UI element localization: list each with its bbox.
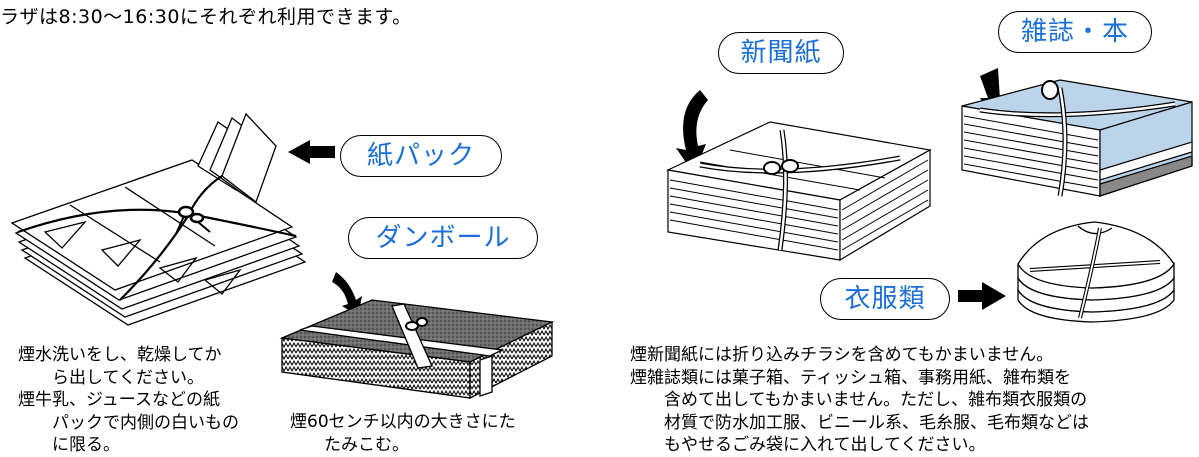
newspaper-bundle-illustration: [666, 121, 932, 262]
label-magazines: 雑誌・本: [998, 11, 1152, 53]
arrow-curved-down-icon: [676, 90, 708, 174]
note-line: に限る。: [52, 435, 120, 455]
note-line: パックで内側の白いもの: [52, 412, 239, 433]
note-line: 煙新聞紙には折り込みチラシを含めてもかまいません。: [630, 345, 1054, 365]
note-line: 煙雑誌類には菓子箱、ティッシュ箱、事務用紙、雑布類を: [630, 367, 1071, 388]
note-line: もやせるごみ袋に入れて出してください。: [664, 435, 986, 455]
cardboard-bundle-illustration: [279, 299, 555, 400]
label-newspaper: 新聞紙: [718, 32, 844, 74]
note-line: ら出してください。: [52, 367, 204, 388]
note-line: 煙牛乳、ジュースなどの紙: [18, 390, 220, 410]
note-line: 煙水洗いをし、乾燥してか: [18, 345, 222, 365]
note-line: たみこむ。: [324, 434, 409, 455]
header-text: ラザは8:30～16:30にそれぞれ利用できます。: [0, 6, 412, 28]
note-newspaper-magazines: 煙新聞紙には折り込みチラシを含めてもかまいません。 煙雑誌類には菓子箱、ティッシ…: [630, 344, 1089, 457]
label-paper-pack: 紙パック: [340, 135, 502, 177]
clothing-bundle-illustration: [1017, 221, 1175, 323]
magazine-bundle-illustration: [961, 79, 1193, 197]
note-line: 含めて出してもかまいません。ただし、雑布類衣服類の: [664, 390, 1088, 410]
label-cardboard: ダンボール: [348, 217, 538, 259]
paper-pack-bundle-illustration: [10, 112, 307, 326]
note-line: 材質で防水加工服、ビニール系、毛糸服、毛布類などは: [664, 412, 1089, 433]
note-cardboard: 煙60センチ以内の大きさにた たみこむ。: [290, 411, 516, 456]
note-paper-pack: 煙水洗いをし、乾燥してか ら出してください。 煙牛乳、ジュースなどの紙 パックで…: [18, 344, 239, 457]
arrow-left-icon: [288, 140, 335, 164]
arrow-right-icon: [958, 282, 1006, 310]
label-clothing: 衣服類: [820, 278, 950, 320]
note-line: 煙60センチ以内の大きさにた: [290, 412, 516, 432]
arrow-down-icon: [332, 272, 362, 316]
